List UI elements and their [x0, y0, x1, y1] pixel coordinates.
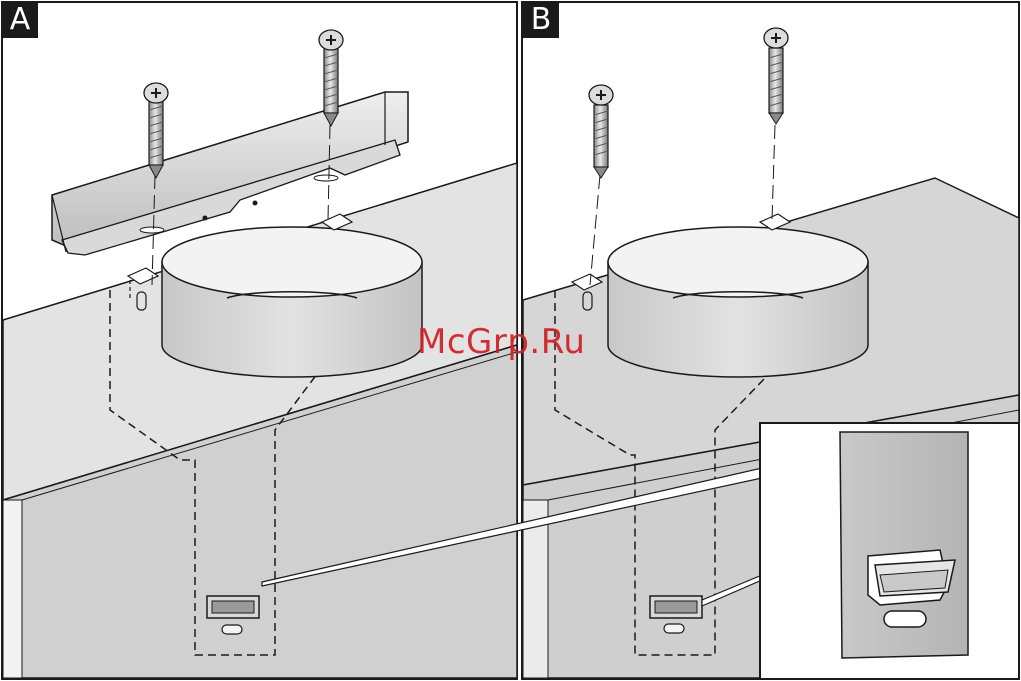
- duct-ring-top-b: [608, 227, 868, 297]
- latch-clip-b: [655, 601, 697, 613]
- oval-hole-a: [222, 625, 242, 634]
- panel-label-b: B: [523, 2, 559, 38]
- detail-oval-hole: [884, 611, 926, 627]
- panel-label-a: A: [2, 2, 38, 38]
- watermark: McGrp.Ru: [417, 322, 585, 362]
- detail-inset: [760, 423, 1019, 679]
- hood-side-edge-a: [3, 500, 22, 678]
- duct-ring-top-a: [162, 227, 422, 297]
- oval-hole-b: [664, 624, 684, 633]
- latch-clip-a: [212, 601, 254, 613]
